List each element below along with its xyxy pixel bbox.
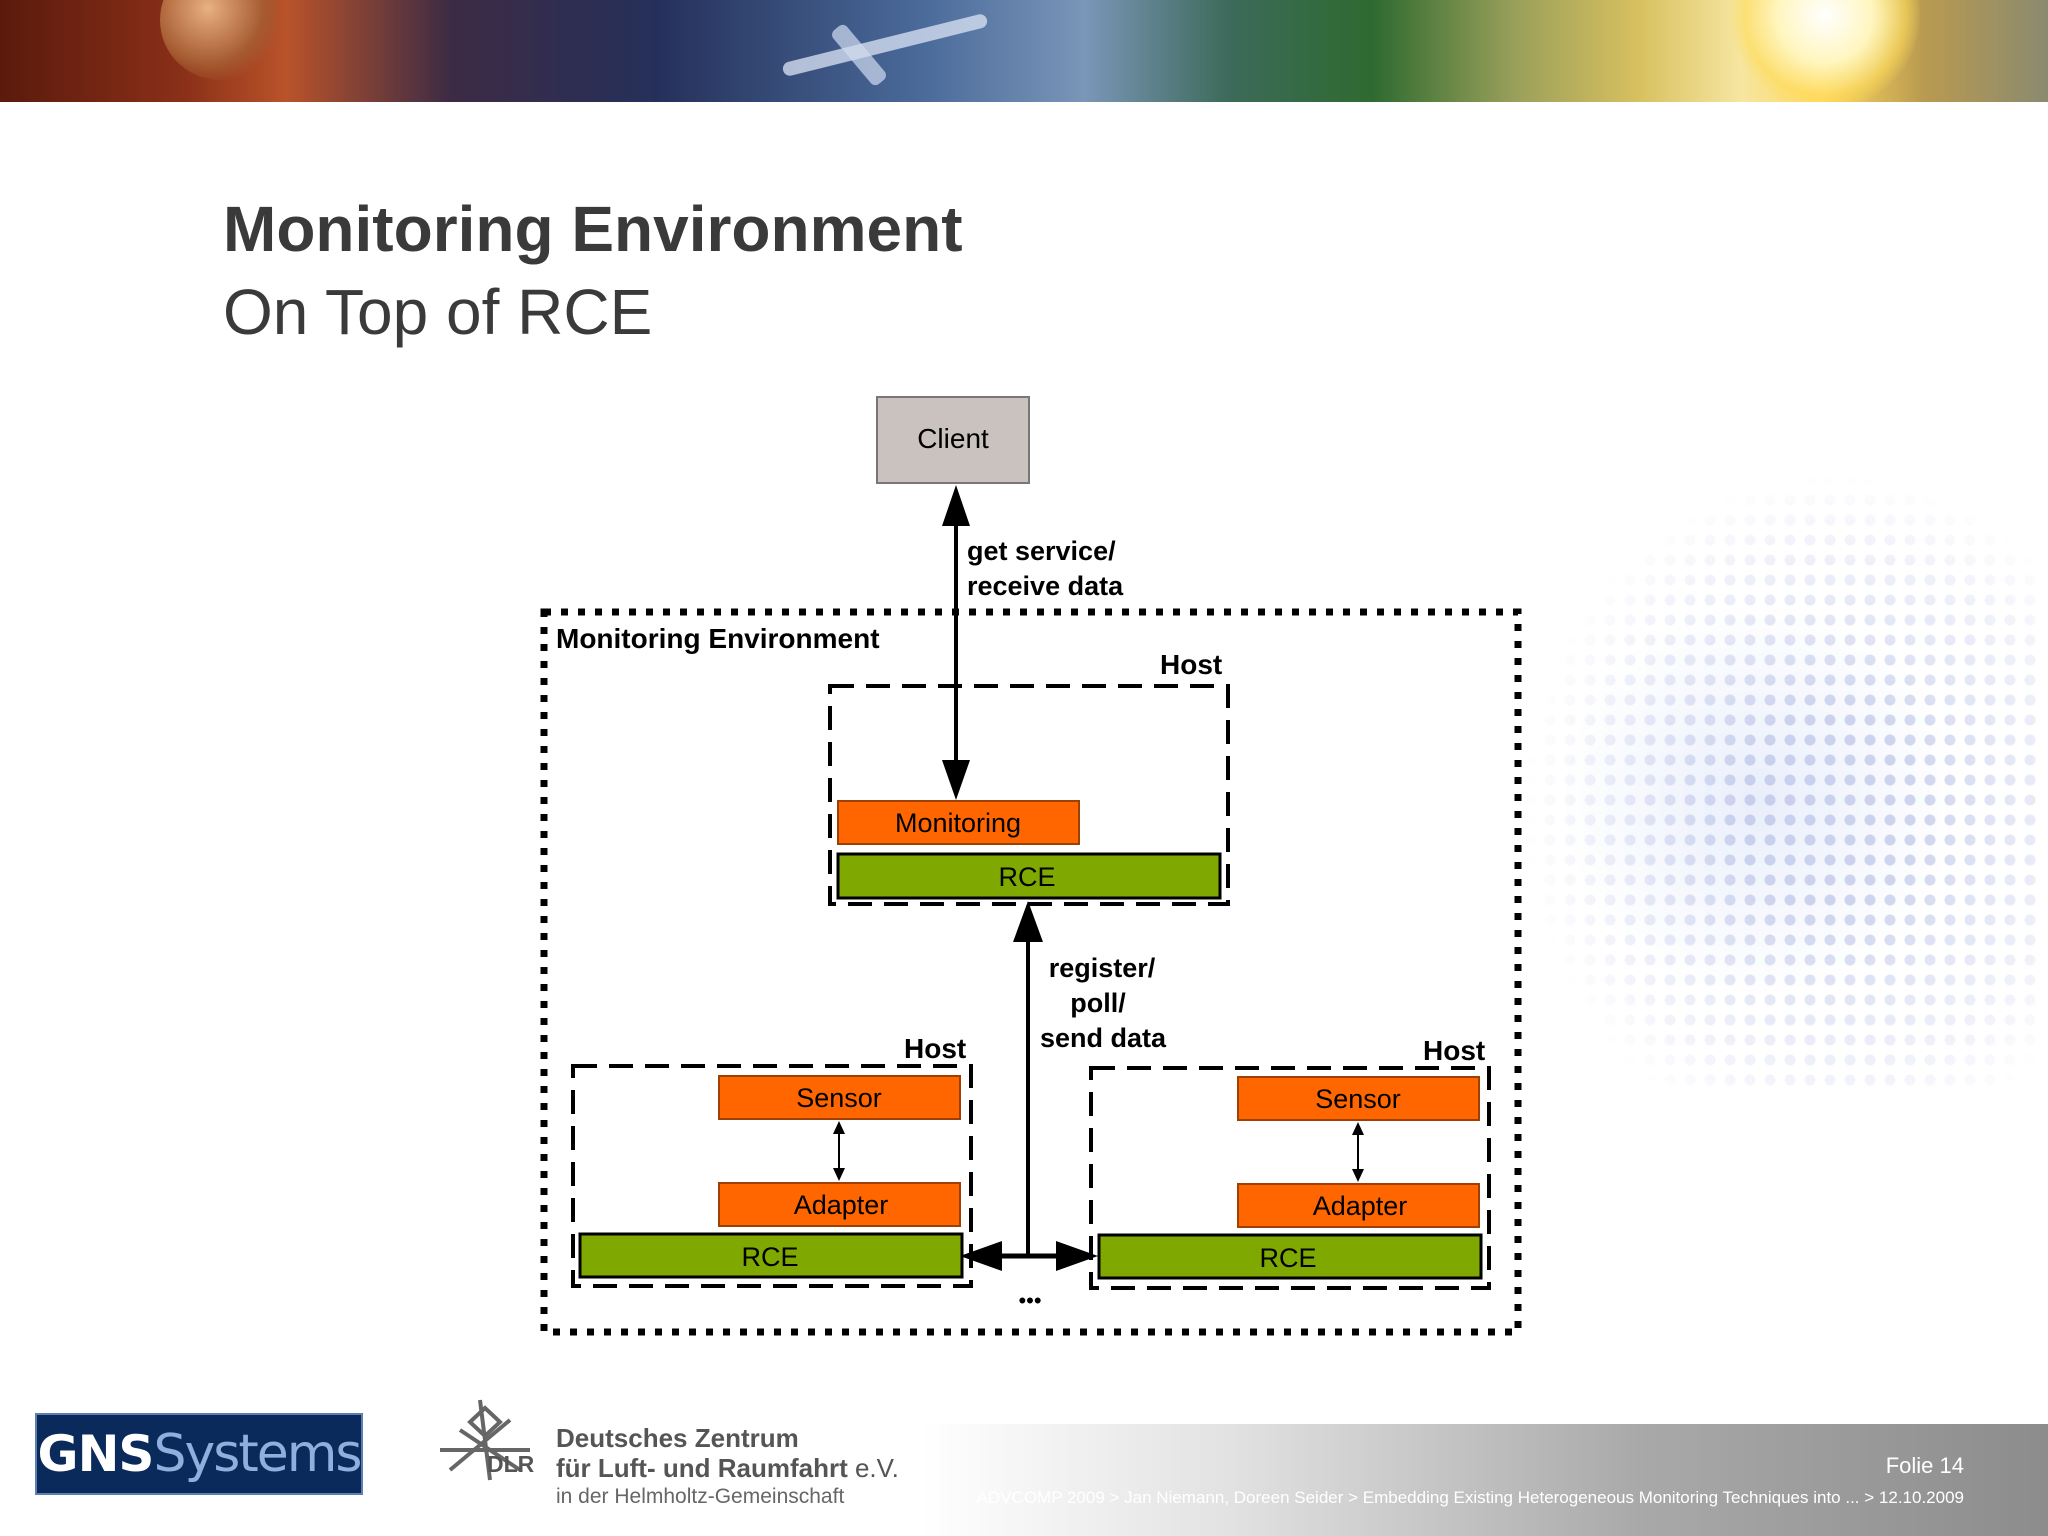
rce-label-top: RCE [998, 862, 1055, 892]
sensor-label-left: Sensor [796, 1083, 882, 1113]
rce-label-right: RCE [1259, 1243, 1316, 1273]
arrowhead-down-adapter-left [833, 1168, 845, 1181]
dlr-name-line2-suffix: e.V. [847, 1453, 899, 1483]
client-label: Client [917, 423, 989, 454]
rce-component-right [1097, 1233, 1483, 1280]
sensor-component-left [718, 1075, 961, 1120]
arrowhead-down-adapter-right [1352, 1169, 1364, 1182]
slide-subtitle: On Top of RCE [223, 276, 653, 348]
monitoring-label: Monitoring [895, 808, 1021, 838]
rce-component-top [836, 852, 1222, 900]
monitoring-component [837, 800, 1080, 845]
client-edge-label-line2: receive data [967, 571, 1124, 601]
adapter-label-right: Adapter [1313, 1191, 1408, 1221]
adapter-label-left: Adapter [794, 1190, 889, 1220]
more-hosts-ellipsis: ••• [1018, 1288, 1041, 1313]
background-dot-pattern [1520, 470, 2040, 1090]
arrowhead-up-client [942, 485, 970, 526]
environment-label: Monitoring Environment [556, 623, 880, 654]
sensor-component-right [1237, 1076, 1480, 1121]
client-edge-label-line1: get service/ [967, 536, 1116, 566]
header-banner-image [0, 0, 2048, 102]
gns-logo-part1: GNS [37, 1425, 155, 1483]
arrowhead-right-rce [1056, 1241, 1098, 1271]
arrowhead-left-rce [960, 1241, 1002, 1271]
sun-graphic [1730, 0, 1920, 102]
host-box-left [571, 1064, 973, 1288]
dlr-logo-icon [440, 1399, 530, 1481]
environment-boundary [540, 608, 1522, 1336]
sensor-label-right: Sensor [1315, 1084, 1401, 1114]
host-box-right [1089, 1066, 1491, 1290]
dlr-name-line1: Deutsches Zentrum [556, 1423, 799, 1453]
register-label-line3: send data [1040, 1023, 1167, 1053]
host-label-top: Host [1160, 649, 1222, 680]
dlr-name-line2: für Luft- und Raumfahrt e.V. [556, 1453, 899, 1484]
host-label-right: Host [1423, 1035, 1485, 1066]
slide-title: Monitoring Environment [223, 193, 963, 265]
adapter-component-right [1237, 1183, 1480, 1228]
rce-label-left: RCE [741, 1242, 798, 1272]
dlr-name-line2-main: für Luft- und Raumfahrt [556, 1453, 848, 1483]
gns-logo-part2: Systems [153, 1424, 362, 1484]
client-box [876, 396, 1030, 484]
register-label-line1: register/ [1049, 953, 1156, 983]
arrowhead-up-sensor-left [833, 1121, 845, 1134]
rce-component-left [578, 1232, 964, 1279]
arrowhead-up-sensor-right [1352, 1122, 1364, 1135]
slide-number: Folie 14 [1885, 1453, 1964, 1478]
register-label-line2: poll/ [1070, 988, 1126, 1018]
dlr-abbrev: DLR [487, 1451, 535, 1477]
arrowhead-down-monitoring [942, 760, 970, 800]
dlr-name-line3: in der Helmholtz-Gemeinschaft [556, 1485, 845, 1508]
footer-citation: ADVCOMP 2009 > Jan Niemann, Doreen Seide… [976, 1488, 1964, 1507]
adapter-component-left [718, 1182, 961, 1227]
host-label-left: Host [904, 1033, 966, 1064]
arrowhead-up-rce [1013, 901, 1043, 942]
